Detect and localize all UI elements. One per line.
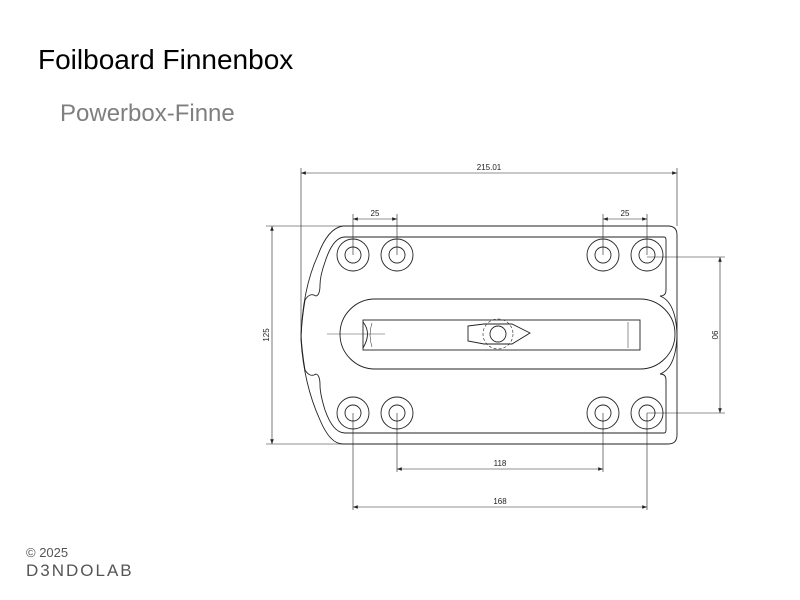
dimension-lines	[266, 168, 725, 510]
fin-box-outline	[300, 225, 678, 445]
copyright: © 2025	[26, 545, 69, 560]
dim-hole-spacing-left: 25	[371, 209, 380, 218]
slide-title: Foilboard Finnenbox	[38, 44, 294, 75]
mounting-holes	[336, 238, 664, 430]
dim-overall-width: 125	[262, 328, 271, 342]
dim-outer-hole-distance: 168	[493, 497, 507, 506]
company-logo: D3NDOLAB	[26, 561, 134, 580]
slide-subtitle: Powerbox-Finne	[60, 100, 235, 127]
dim-inner-hole-distance: 118	[494, 459, 507, 468]
dim-overall-length: 215.01	[477, 163, 502, 172]
dim-hole-spacing-right: 25	[621, 209, 630, 218]
dim-hole-row-distance: 90	[710, 331, 719, 340]
